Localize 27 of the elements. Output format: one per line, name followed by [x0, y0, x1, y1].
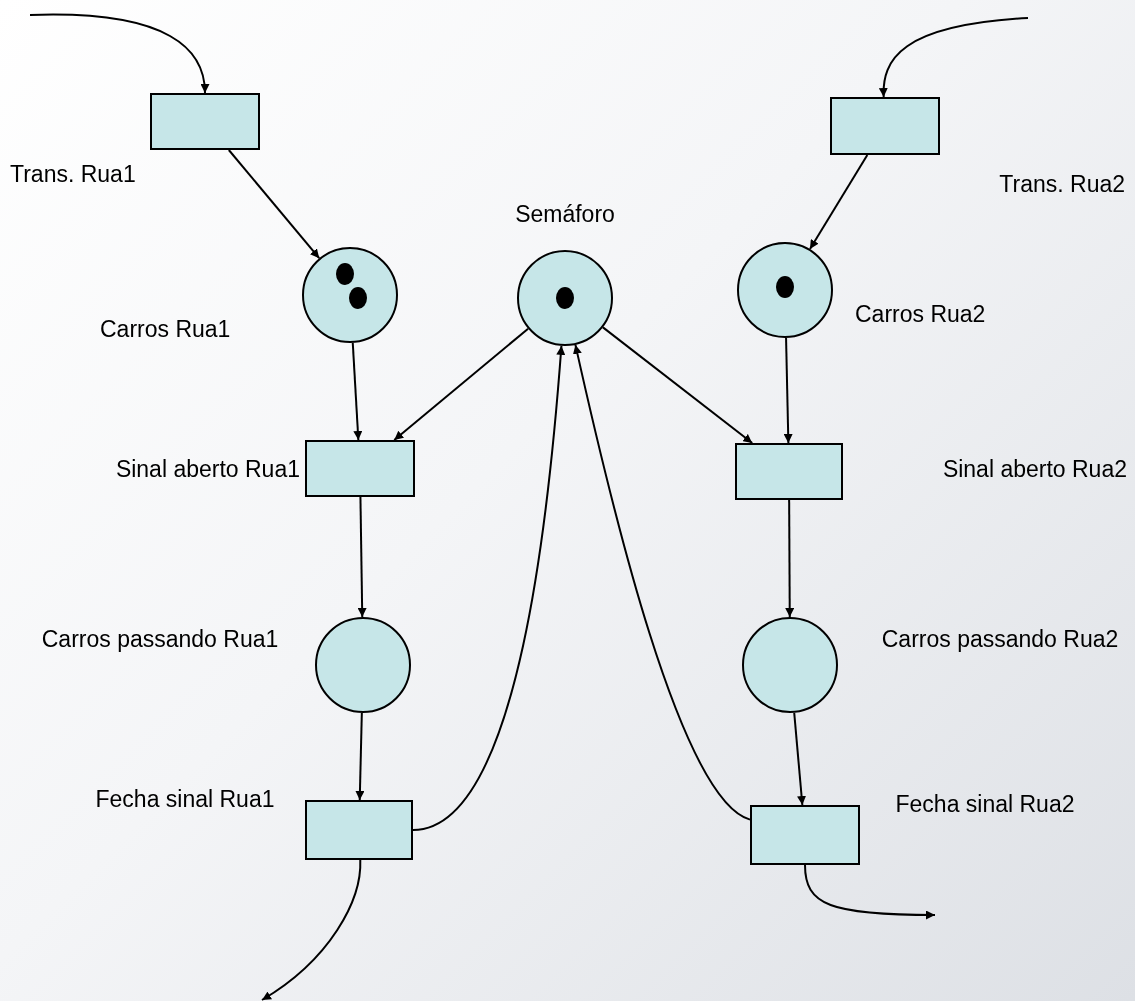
arrow — [804, 864, 936, 920]
arrow — [227, 149, 321, 260]
arrow — [412, 344, 566, 831]
transition-label: Fecha sinal Rua2 — [895, 790, 1075, 819]
place-label: Semáforo — [514, 200, 616, 229]
transition-label: Sinal aberto Rua1 — [114, 455, 300, 484]
arrow — [393, 327, 530, 441]
arrow — [809, 154, 869, 250]
arrow — [355, 712, 365, 801]
arrow — [785, 499, 795, 618]
arrow — [261, 859, 362, 1001]
place-label: Carros Rua1 — [100, 315, 232, 344]
transition-label: Trans. Rua2 — [998, 170, 1125, 199]
transition-label: Sinal aberto Rua2 — [941, 455, 1127, 484]
arrow — [601, 326, 754, 444]
place-label: Carros passando Rua2 — [880, 625, 1120, 654]
arrow — [783, 337, 793, 444]
arrow — [29, 13, 209, 94]
arrow — [793, 711, 807, 806]
arrow — [351, 341, 363, 441]
arrow — [357, 496, 367, 618]
place-label: Carros Rua2 — [855, 300, 987, 329]
transition-label: Fecha sinal Rua1 — [94, 785, 276, 814]
place-label: Carros passando Rua1 — [40, 625, 280, 654]
arrow — [879, 17, 1029, 98]
arrow — [573, 343, 751, 821]
transition-label: Trans. Rua1 — [10, 160, 137, 189]
